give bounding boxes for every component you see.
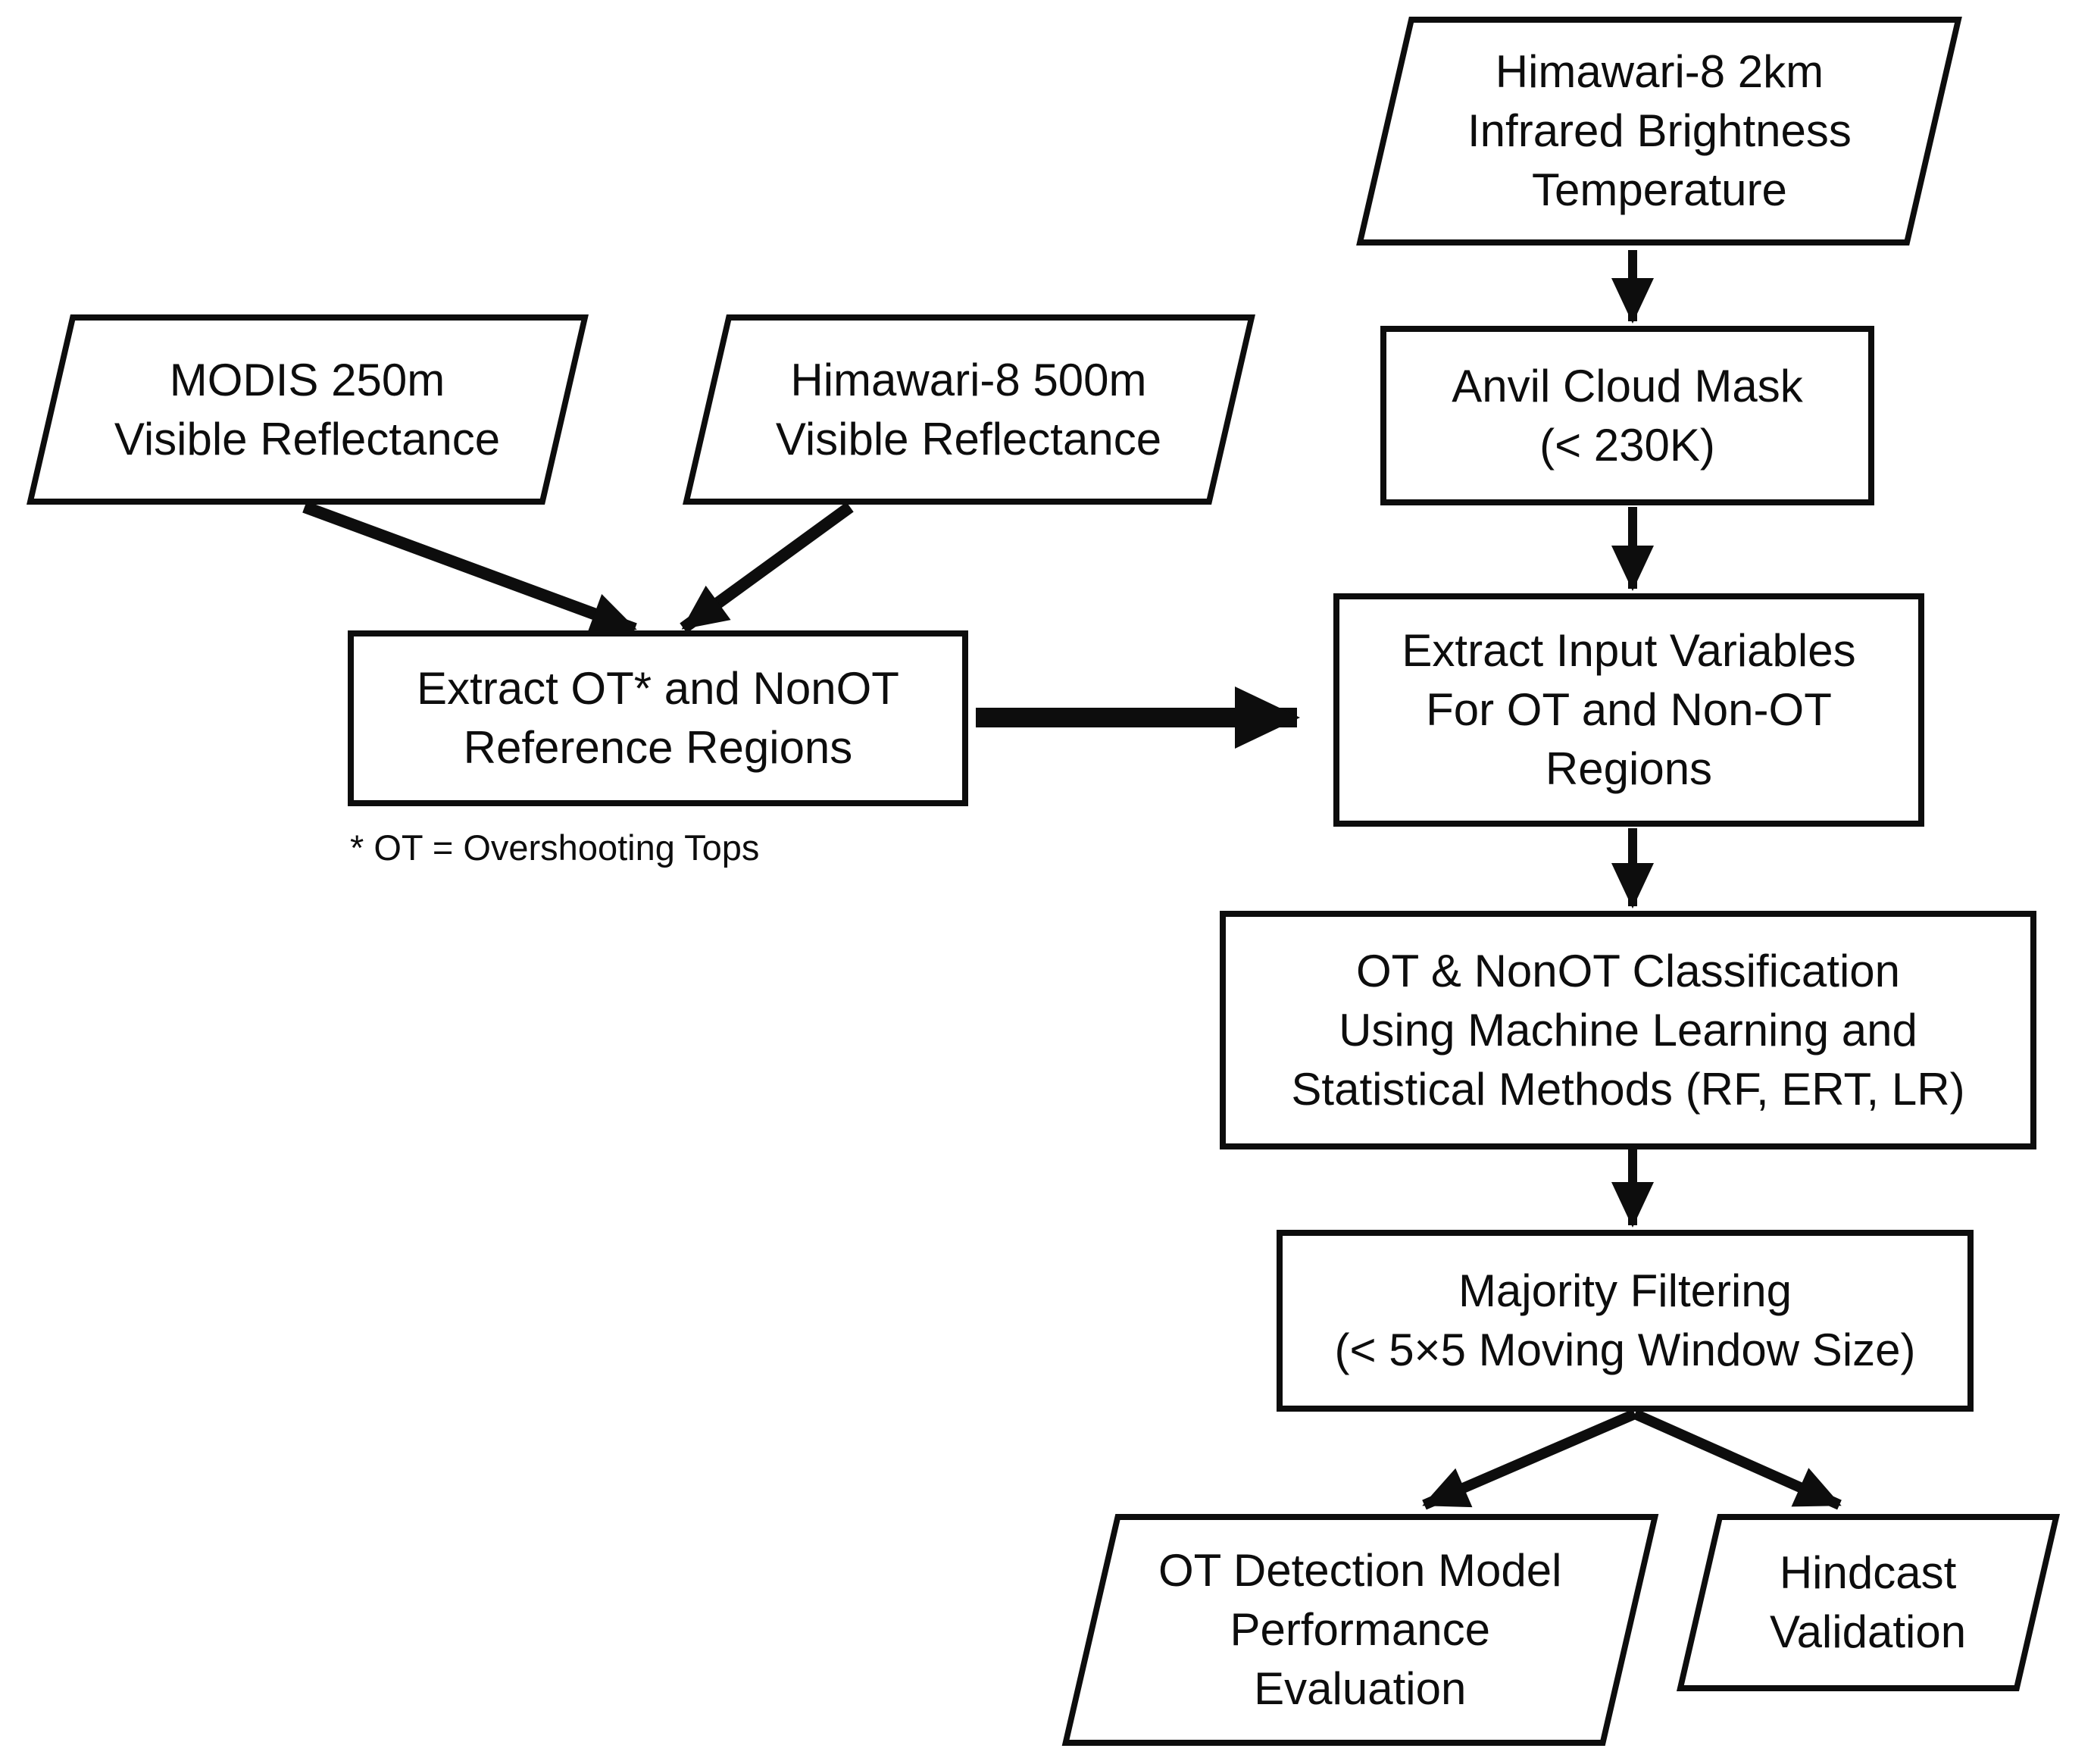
- node-label: Hindcast Validation: [1770, 1547, 1967, 1657]
- footnote-ot-definition: * OT = Overshooting Tops: [350, 827, 760, 868]
- arrow-himawari-vis-to-extract-reference: [680, 502, 854, 633]
- node-majority-filtering: Majority Filtering (< 5×5 Moving Window …: [1277, 1230, 1974, 1412]
- node-label: Majority Filtering (< 5×5 Moving Window …: [1334, 1265, 1916, 1375]
- node-label: Extract Input Variables For OT and Non-O…: [1402, 625, 1856, 794]
- node-label: OT Detection Model Performance Evaluatio…: [1158, 1545, 1562, 1714]
- node-label: OT & NonOT Classification Using Machine …: [1291, 945, 1965, 1115]
- node-ot-nonot-classification: OT & NonOT Classification Using Machine …: [1220, 911, 2036, 1149]
- node-himawari-8-500m-visible-reflectance: Himawari-8 500m Visible Reflectance: [683, 314, 1255, 505]
- arrow-modis-to-extract-reference: [302, 501, 637, 635]
- node-ot-detection-model-performance-evaluation: OT Detection Model Performance Evaluatio…: [1061, 1514, 1659, 1746]
- node-label: Anvil Cloud Mask (< 230K): [1452, 360, 1803, 471]
- arrow-majority-filtering-to-evaluation: [1422, 1409, 1637, 1510]
- arrow-majority-filtering-to-hindcast: [1633, 1409, 1842, 1510]
- node-extract-ot-and-nonot-reference-regions: Extract OT* and NonOT Reference Regions: [348, 630, 968, 806]
- node-hindcast-validation: Hindcast Validation: [1676, 1514, 2061, 1691]
- node-label: Himawari-8 500m Visible Reflectance: [776, 354, 1162, 464]
- node-anvil-cloud-mask: Anvil Cloud Mask (< 230K): [1380, 326, 1874, 505]
- node-modis-250m-visible-reflectance: MODIS 250m Visible Reflectance: [27, 314, 589, 505]
- node-label: Extract OT* and NonOT Reference Regions: [417, 663, 899, 773]
- node-label: MODIS 250m Visible Reflectance: [114, 354, 501, 464]
- node-extract-input-variables: Extract Input Variables For OT and Non-O…: [1333, 593, 1924, 827]
- node-label: Himawari-8 2km Infrared Brightness Tempe…: [1467, 46, 1852, 215]
- node-himawari-8-2km-infrared-brightness-temperature: Himawari-8 2km Infrared Brightness Tempe…: [1356, 17, 1962, 246]
